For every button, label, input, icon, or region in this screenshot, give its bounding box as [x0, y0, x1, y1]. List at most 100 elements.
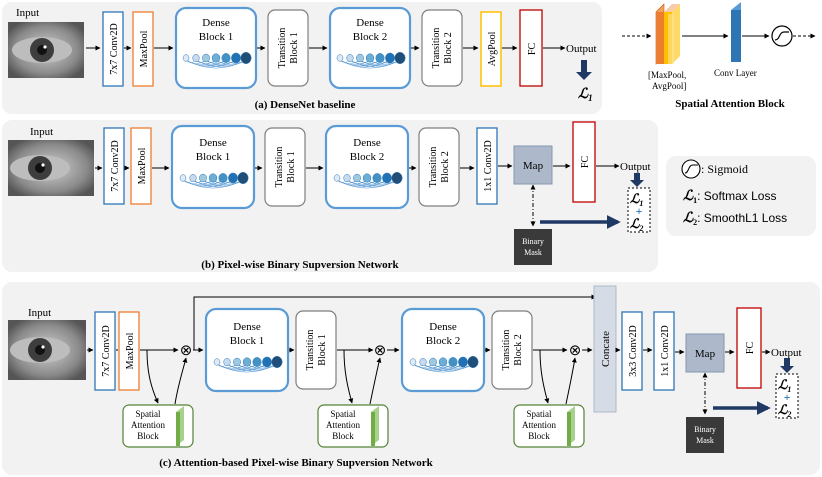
trans1-line1-b: Transition: [274, 147, 285, 188]
panel-a: Input 7x7 Conv2D MaxPool Dense Block 1 T…: [8, 6, 597, 111]
output-label-b: Output: [620, 161, 651, 173]
dense-block-1-a: Dense Block 1: [174, 6, 258, 90]
maxpool-box-b: [130, 127, 152, 205]
avgpool-box-a: [480, 11, 502, 87]
symbol-legend: : Sigmoid ℒ1: Softmax Loss ℒ2: SmoothL1 …: [681, 159, 787, 227]
dense-node: [242, 357, 252, 367]
map-box-c: [685, 333, 725, 373]
dense-block-2-b: Dense Block 2: [324, 124, 410, 210]
sab2-line3: Block: [332, 431, 354, 441]
dense-node: [208, 173, 218, 183]
conv3-box-c: [621, 311, 643, 391]
dense-node: [409, 358, 417, 366]
fc-label-b: FC: [580, 156, 591, 169]
loss1-b: ℒ1: [630, 191, 643, 208]
input-label-b: Input: [30, 126, 53, 138]
binary-mask-line2-c: Mask: [696, 436, 714, 445]
dense-connectivity-icon: [182, 52, 252, 69]
dense-node: [213, 358, 221, 366]
dense-node: [221, 53, 231, 63]
dense1-line2-c: Block 1: [230, 335, 265, 347]
trans2-line2-b: Block 2: [440, 151, 451, 182]
conv1-box-c: [653, 311, 675, 391]
avgpool-label-a: AvgPool: [487, 31, 498, 66]
dense-node: [211, 53, 221, 63]
map-label-b: Map: [523, 160, 544, 172]
binary-mask-line1-c: Binary: [694, 425, 716, 434]
dense2-line2-b: Block 2: [350, 151, 385, 163]
transition-1-box-b: [264, 127, 306, 207]
conv7-box-b: [103, 127, 125, 205]
trans1-line2-b: Block 1: [286, 151, 297, 182]
dense-node: [333, 174, 341, 182]
conv7-box-c: [94, 311, 116, 391]
dense-node: [179, 174, 187, 182]
sab-1: Spatial Attention Block: [122, 404, 194, 448]
trans1-line2-a: Block 1: [289, 32, 300, 63]
smoothl1-legend: ℒ2: SmoothL1 Loss: [683, 211, 787, 227]
dense-connectivity-icon: [179, 172, 249, 189]
sab-caption: Spatial Attention Block: [675, 98, 785, 110]
sab3-line2: Attention: [522, 420, 556, 430]
sigmoid-legend-text: : Sigmoid: [701, 162, 748, 176]
binary-mask-b: [514, 229, 552, 265]
maxpool-box-c: [118, 311, 140, 391]
sab1-line3: Block: [137, 431, 159, 441]
dense-node: [362, 173, 372, 183]
fc-box-a: [519, 9, 543, 87]
eye-image-c: [8, 320, 86, 380]
trans2-line2-c: Block 2: [513, 334, 524, 365]
dense-node: [237, 172, 249, 184]
eye-image-a: [8, 22, 84, 78]
binary-mask-c: [686, 417, 724, 453]
dense-node: [353, 173, 361, 183]
map-box-b: [513, 145, 553, 185]
dense2-line2-a: Block 2: [353, 31, 388, 43]
dense-node: [271, 356, 283, 368]
dense-node: [429, 357, 437, 367]
dense-node: [438, 357, 448, 367]
legend-background: [666, 156, 816, 236]
trans1-line1-a: Transition: [277, 28, 288, 69]
trans1-line1-c: Transition: [305, 330, 316, 371]
dense-node: [343, 174, 351, 182]
sab2-line2: Attention: [326, 420, 360, 430]
dense-node: [228, 172, 238, 184]
sigmoid-legend-icon: [681, 159, 701, 179]
conv7-label-b: 7x7 Conv2D: [110, 140, 121, 191]
dense-block-2-c: Dense Block 2: [400, 307, 486, 393]
caption-b: (b) Pixel-wise Binary Supversion Network: [201, 259, 399, 271]
dense2-line2-c: Block 2: [426, 335, 461, 347]
dense2-line1-b: Dense: [353, 137, 381, 149]
loss2-c: ℒ2: [778, 402, 791, 419]
loss2-b: ℒ2: [630, 216, 643, 233]
dense-node: [394, 52, 406, 64]
transition-1-box-c: [295, 310, 337, 390]
dense-node: [382, 172, 392, 184]
dense2-line1-a: Dense: [356, 17, 384, 29]
plus-c: +: [784, 390, 791, 404]
dense-node: [458, 356, 468, 368]
sab2-line1: Spatial: [331, 409, 356, 419]
dense-node: [252, 357, 262, 367]
dense-connectivity-icon: [333, 172, 403, 189]
dense-node: [182, 54, 190, 62]
dense-node: [192, 54, 200, 62]
dense-node: [448, 357, 458, 367]
panel-c: Input 7x7 Conv2D MaxPool Spatial Attenti…: [8, 285, 802, 469]
conv7-box-a: [102, 11, 124, 87]
trans2-line2-a: Block 2: [443, 32, 454, 63]
conv1-label-c: 1x1 Conv2D: [660, 325, 671, 376]
dense-node: [262, 356, 272, 368]
eye-image-b: [8, 140, 94, 196]
input-label-a: Input: [16, 7, 39, 19]
pool-label-line1: [MaxPool,: [648, 70, 686, 80]
caption-a: (a) DenseNet baseline: [255, 99, 356, 111]
trans1-line2-c: Block 1: [317, 334, 328, 365]
dense-node: [218, 173, 228, 183]
dense-node: [336, 54, 344, 62]
sab1-line1: Spatial: [136, 409, 161, 419]
map-label-c: Map: [695, 348, 716, 360]
fc-box-b: [572, 121, 596, 203]
